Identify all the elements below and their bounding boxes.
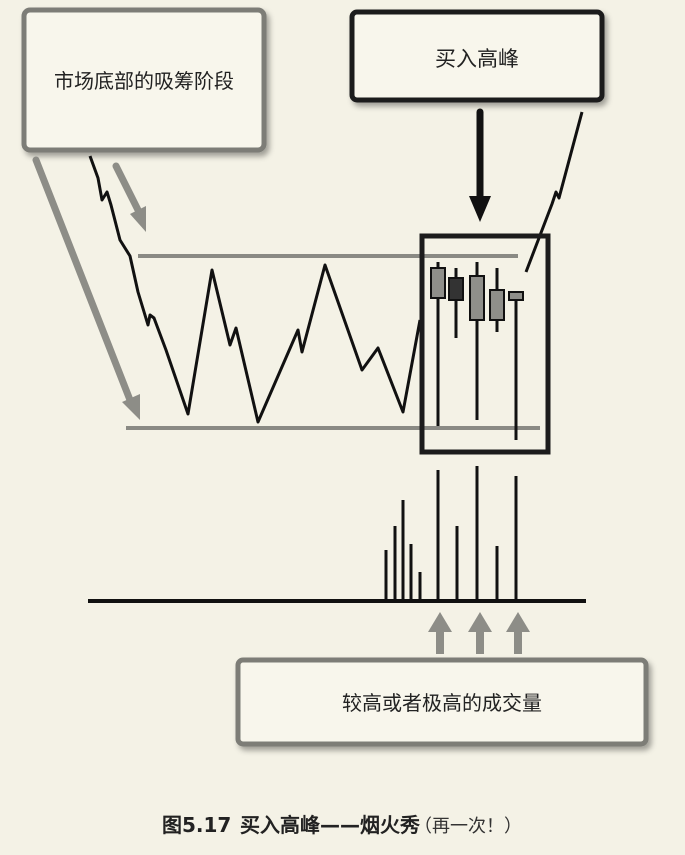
volume-note-label: 较高或者极高的成交量 <box>342 691 542 715</box>
figure-suffix: （再一次！） <box>414 816 522 837</box>
down-arrow-icon <box>112 162 146 232</box>
buy-peak-label: 买入高峰 <box>435 47 519 71</box>
up-arrow-icon <box>428 612 452 654</box>
up-arrow-icon <box>468 612 492 654</box>
candlestick <box>430 262 446 426</box>
buy-peak-callout: 买入高峰 <box>349 9 605 103</box>
candlestick <box>448 268 464 338</box>
figure-number: 图5.17 <box>162 813 231 837</box>
candlestick <box>489 268 505 332</box>
candlestick <box>469 262 485 420</box>
candlestick-highlight-box <box>419 233 551 455</box>
volume-callout: 较高或者极高的成交量 <box>235 657 649 747</box>
figure-caption: 图5.17 买入高峰——烟火秀 （再一次！） <box>162 813 522 837</box>
accumulation-label: 市场底部的吸筹阶段 <box>54 69 234 93</box>
price-line-exit <box>524 111 584 273</box>
volume-bars <box>384 466 518 601</box>
down-arrow-icon <box>469 108 491 222</box>
down-arrow-icon <box>32 156 140 420</box>
price-line <box>88 155 422 424</box>
up-arrow-icon <box>506 612 530 654</box>
accumulation-callout: 市场底部的吸筹阶段 <box>21 7 267 153</box>
candlestick <box>508 291 524 440</box>
figure-title: 买入高峰——烟火秀 <box>240 813 420 837</box>
